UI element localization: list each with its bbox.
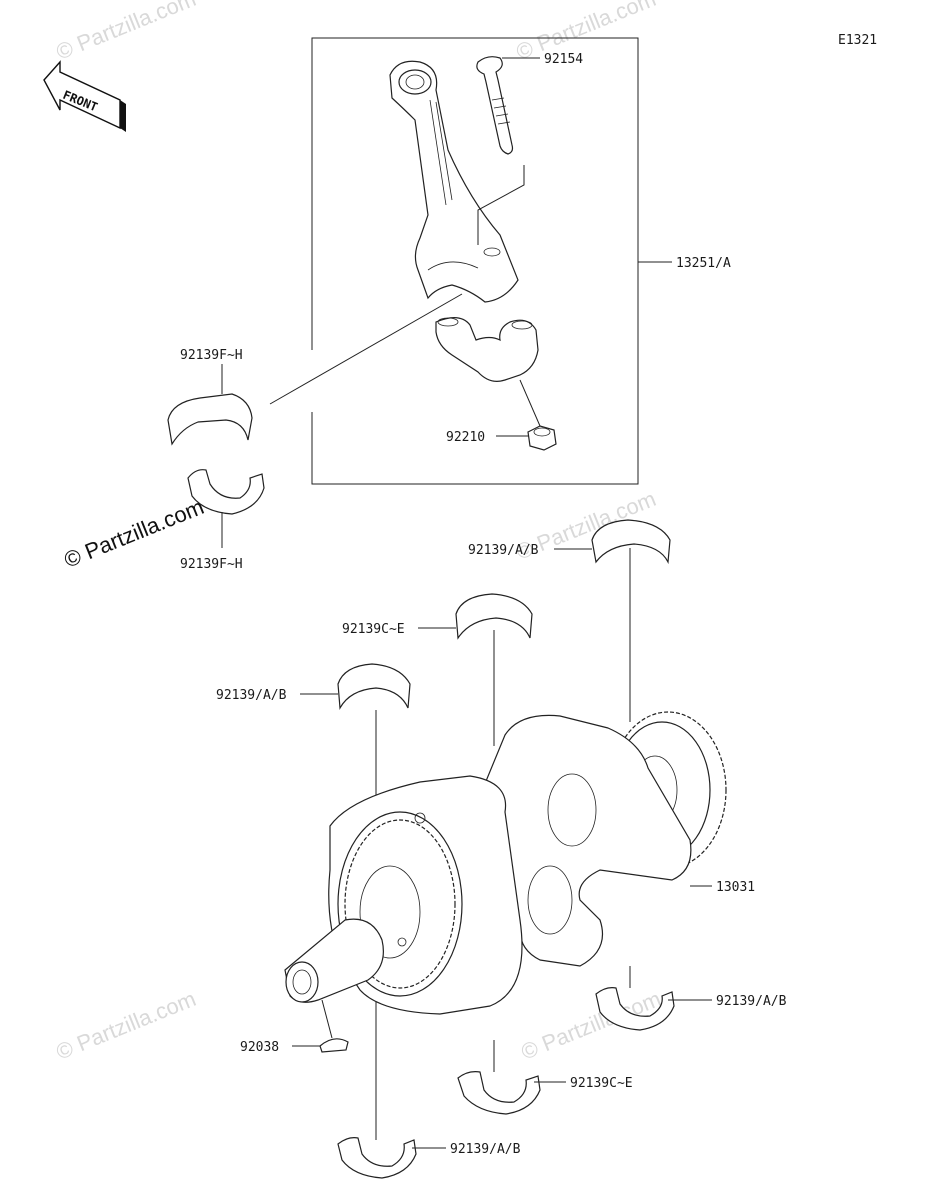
callout-main-bearing-left-top: 92139/A/B [216, 688, 287, 703]
connecting-rod-bolt [476, 56, 514, 155]
thrust-bearing-top [418, 593, 533, 746]
watermark-text: © Partzilla.com [53, 0, 200, 65]
watermark-text: © Partzilla.com [513, 0, 660, 65]
main-bearing-right-bottom [595, 966, 712, 1031]
rod-cap [435, 317, 539, 382]
woodruff-key [292, 999, 349, 1053]
callout-crankshaft: 13031 [716, 880, 755, 895]
rod-nut [527, 425, 557, 451]
diagram-code: E1321 [838, 33, 877, 48]
callout-main-bearing-right-bottom: 92139/A/B [716, 994, 787, 1009]
watermark-text: © Partzilla.com [53, 986, 200, 1065]
crankshaft [284, 711, 727, 1015]
rod-bearing-upper [167, 364, 253, 446]
callout-main-bearing-right-top: 92139/A/B [468, 543, 539, 558]
callout-nut: 92210 [446, 430, 485, 445]
callout-key: 92038 [240, 1040, 279, 1055]
callout-thrust-bearing-bottom: 92139C~E [570, 1076, 633, 1091]
main-bearing-right-top [554, 519, 671, 722]
callout-labels: 92154 13251/A 92139F~H 92139F~H 92210 92… [180, 52, 787, 1157]
callout-rod-bearing-upper: 92139F~H [180, 348, 243, 363]
connecting-rod [389, 60, 519, 303]
rod-assembly-box [311, 37, 672, 485]
callout-thrust-bearing-top: 92139C~E [342, 622, 405, 637]
rod-leaders [269, 57, 541, 437]
thrust-bearing-bottom [457, 1040, 566, 1115]
callout-rod-assembly: 13251/A [676, 256, 731, 271]
callout-main-bearing-left-bottom: 92139/A/B [450, 1142, 521, 1157]
callout-rod-bearing-lower: 92139F~H [180, 557, 243, 572]
rod-bearing-lower [187, 469, 265, 548]
main-bearing-left-bottom [337, 1137, 446, 1179]
front-arrow-icon: FRONT [43, 60, 126, 132]
callout-bolt: 92154 [544, 52, 583, 67]
